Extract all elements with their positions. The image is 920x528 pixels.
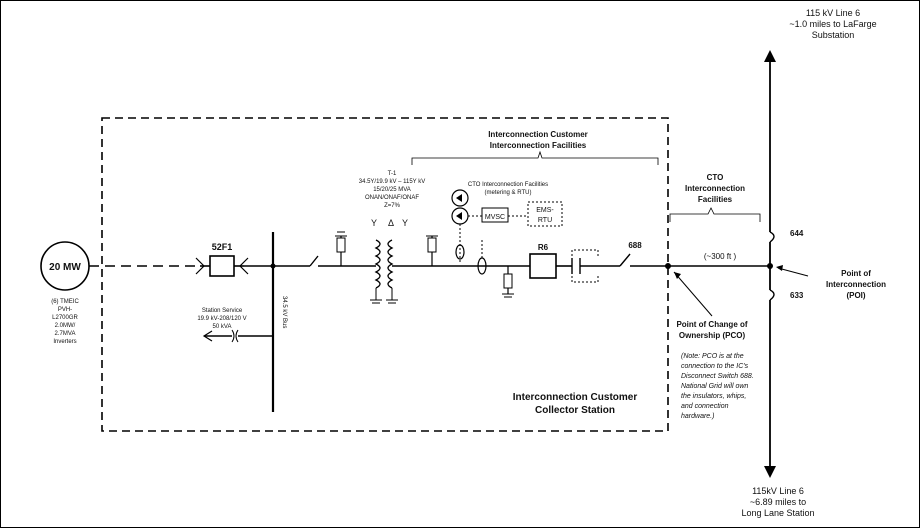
generator-note-4: 2.0MW/ bbox=[55, 323, 76, 329]
arrester-3 bbox=[503, 273, 513, 289]
generator-note-5: 2.7MVA bbox=[55, 331, 76, 337]
poi-1: Point of bbox=[841, 269, 871, 278]
station-service-3: 50 kVA bbox=[213, 324, 232, 330]
ems-rtu-1: EMS- bbox=[536, 207, 554, 214]
collector-station-boundary bbox=[101, 117, 669, 432]
line-bottom-1: 115kV Line 6 bbox=[752, 486, 804, 496]
ic-facilities-1: Interconnection Customer bbox=[488, 130, 588, 139]
ic-facilities-brace bbox=[411, 150, 659, 165]
ic-facilities-2: Interconnection Facilities bbox=[490, 141, 587, 150]
station-service-arrow bbox=[202, 330, 213, 342]
transformer-t1: Y Δ Y bbox=[370, 218, 408, 304]
line-top-1: 115 kV Line 6 bbox=[806, 8, 860, 18]
note-6: and connection bbox=[681, 403, 729, 410]
cto-facilities-1: CTO bbox=[707, 173, 724, 182]
svg-text:Y: Y bbox=[402, 218, 408, 228]
cto-metering-1: CTO Interconnection Facilities bbox=[468, 182, 548, 188]
poi-2: Interconnection bbox=[826, 280, 886, 289]
recloser-label: R6 bbox=[538, 243, 549, 252]
pco-2: Ownership (PCO) bbox=[679, 331, 746, 340]
cto-facilities-3: Facilities bbox=[698, 195, 733, 204]
note-7: hardware.) bbox=[681, 413, 714, 420]
svg-text:Δ: Δ bbox=[388, 218, 394, 228]
distance-label: (~300 ft ) bbox=[704, 252, 737, 261]
transformer-4: ONAN/ONAF/ONAF bbox=[365, 195, 419, 201]
svg-text:Y: Y bbox=[371, 218, 377, 228]
switch-688 bbox=[619, 253, 631, 267]
transformer-3: 15/20/25 MVA bbox=[373, 187, 411, 193]
line-bottom-2: ~6.89 miles to bbox=[750, 497, 806, 507]
mvsc-label: MVSC bbox=[485, 214, 505, 221]
breaker-52f1 bbox=[209, 255, 235, 277]
station-service-1: Station Service bbox=[202, 308, 243, 314]
mvsc-box bbox=[481, 207, 509, 223]
switch-688-label: 688 bbox=[628, 241, 642, 250]
cto-facilities-brace bbox=[669, 207, 761, 222]
ems-rtu-box bbox=[527, 201, 563, 227]
cto-facilities-2: Interconnection bbox=[685, 184, 745, 193]
note-3: Disconnect Switch 688. bbox=[681, 373, 754, 380]
pco-1: Point of Change of bbox=[676, 320, 747, 329]
note-5: the insulators, whips, bbox=[681, 393, 746, 400]
transformer-1: T-1 bbox=[388, 171, 397, 177]
line-top-3: Substation bbox=[812, 30, 855, 40]
cto-metering-2: (metering & RTU) bbox=[485, 190, 532, 196]
generator-note-2: PVH- bbox=[58, 307, 72, 313]
switch-633-label: 633 bbox=[790, 291, 804, 300]
transformer-2: 34.5Y/19.9 kV – 115Y kV bbox=[359, 179, 426, 185]
transformer-5: Z=7% bbox=[384, 203, 401, 209]
station-label-2: Collector Station bbox=[535, 405, 615, 416]
note-4: National Grid will own bbox=[681, 383, 748, 390]
pco-node bbox=[665, 263, 671, 269]
generator-note-1: (6) TMEIC bbox=[51, 299, 79, 305]
generator-note-3: L2700GR bbox=[52, 315, 78, 321]
recloser-r6 bbox=[529, 253, 557, 279]
breaker-52f1-label: 52F1 bbox=[212, 242, 233, 252]
station-label-1: Interconnection Customer bbox=[513, 392, 638, 403]
ems-rtu-2: RTU bbox=[538, 217, 552, 224]
generator-note-6: Inverters bbox=[53, 339, 76, 345]
arrester-1 bbox=[336, 237, 346, 253]
bus-label: 34.5 kV Bus bbox=[281, 296, 287, 328]
switch-644-label: 644 bbox=[790, 229, 804, 238]
generator-rating: 20 MW bbox=[49, 262, 81, 273]
line-bottom-3: Long Lane Station bbox=[741, 508, 814, 518]
note-2: connection to the IC's bbox=[681, 363, 749, 370]
station-service-2: 19.9 kV-208/120 V bbox=[197, 316, 246, 322]
arrester-2 bbox=[427, 237, 437, 253]
poi-3: (POI) bbox=[846, 291, 865, 300]
line-top-2: ~1.0 miles to LaFarge bbox=[789, 19, 876, 29]
note-1: (Note: PCO is at the bbox=[681, 353, 744, 360]
